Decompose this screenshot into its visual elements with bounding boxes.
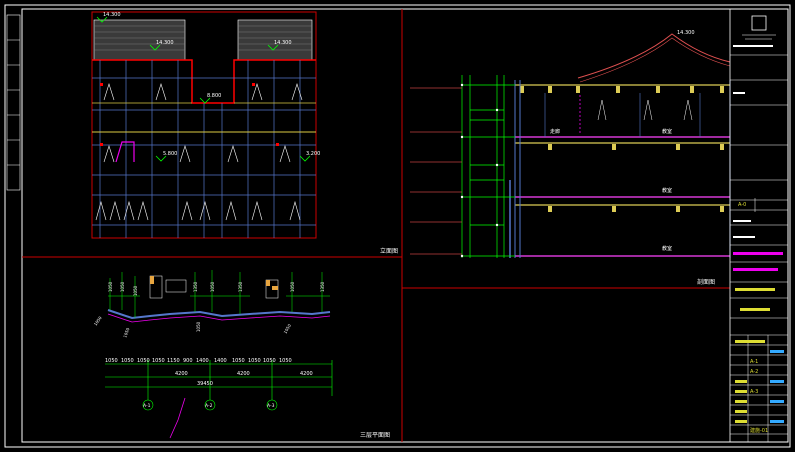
svg-text:1050: 1050 — [210, 281, 215, 292]
title-block-row-a2: A-2 — [750, 369, 758, 375]
section-room-label-corridor: 走廊 — [550, 128, 560, 135]
plan-dim-bay-2: 4200 — [237, 371, 250, 377]
plan-dim-bay-3: 4200 — [300, 371, 313, 377]
roof-block-right — [237, 19, 313, 61]
svg-text:1050: 1050 — [120, 281, 125, 292]
roof-curve — [577, 33, 731, 79]
elev-level-top: 14.300 — [103, 12, 121, 18]
binding-strip-ticks — [7, 39, 20, 166]
plan-dim-5: 1150 — [167, 358, 180, 364]
svg-text:1050: 1050 — [196, 321, 201, 332]
title-block: A-0 A-1 A-2 A-3 建施-01 — [729, 8, 789, 443]
title-block-drawing-no: 建施-01 — [750, 427, 768, 434]
plan-axis-3: A-3 — [267, 403, 275, 409]
plan-dim-bay-1: 4200 — [175, 371, 188, 377]
plan-dim-2: 1050 — [121, 358, 134, 364]
svg-text:1050: 1050 — [122, 327, 130, 339]
section-view: 14.300 — [410, 30, 731, 286]
plan-view: 1050 1050 1050 1350 1050 1350 1050 1350 … — [93, 270, 390, 439]
svg-text:1350: 1350 — [193, 281, 198, 292]
plan-axis-1: A-1 — [143, 403, 151, 409]
elevation-view-title: 立面图 — [380, 247, 398, 255]
elev-level-mid: 8.800 — [207, 93, 221, 99]
section-room-label-3: 教室 — [662, 245, 672, 252]
svg-text:1350: 1350 — [238, 281, 243, 292]
title-block-row-a1: A-1 — [750, 359, 758, 365]
plan-view-title: 三层平面图 — [360, 432, 390, 439]
title-block-row-a0: A-0 — [738, 202, 746, 208]
title-block-row-a3: A-3 — [750, 389, 758, 395]
binding-strip — [6, 14, 21, 191]
svg-text:1050: 1050 — [290, 281, 295, 292]
plan-dim-1: 1050 — [105, 358, 118, 364]
outer-frame — [4, 4, 791, 448]
svg-text:1050: 1050 — [133, 285, 138, 296]
plan-dim-11: 1050 — [263, 358, 276, 364]
section-view-title: 剖面图 — [697, 278, 715, 286]
plan-dim-4: 1050 — [152, 358, 165, 364]
elev-level-floor2: 3.200 — [306, 151, 320, 157]
plan-dim-6: 900 — [183, 358, 193, 364]
plan-dim-8: 1400 — [214, 358, 227, 364]
plan-dim-total: 39450 — [197, 381, 213, 387]
elev-level-roof-left: 14.300 — [156, 40, 174, 46]
plan-dim-10: 1050 — [248, 358, 261, 364]
section-room-label-1: 教室 — [662, 128, 672, 135]
plan-wall — [107, 309, 331, 320]
highlight-window — [115, 141, 135, 163]
svg-text:1050: 1050 — [108, 281, 113, 292]
plan-dim-12: 1050 — [279, 358, 292, 364]
plan-dim-3: 1050 — [137, 358, 150, 364]
company-logo — [751, 15, 767, 31]
svg-text:1350: 1350 — [320, 281, 325, 292]
svg-text:1050: 1050 — [93, 315, 103, 327]
svg-text:1050: 1050 — [283, 323, 293, 335]
section-ridge-level: 14.300 — [677, 30, 695, 36]
elevation-view: 14.300 14.300 14.300 8.800 5.800 3.200 立… — [91, 11, 398, 255]
plan-dim-7: 1400 — [196, 358, 209, 364]
roof-silhouette — [92, 59, 316, 104]
elev-level-roof-right: 14.300 — [274, 40, 292, 46]
roof-block-left — [93, 19, 186, 61]
plan-dim-9: 1050 — [232, 358, 245, 364]
section-room-label-2: 教室 — [662, 187, 672, 194]
elev-level-floor3: 5.800 — [163, 151, 177, 157]
plan-axis-2: A-2 — [205, 403, 213, 409]
